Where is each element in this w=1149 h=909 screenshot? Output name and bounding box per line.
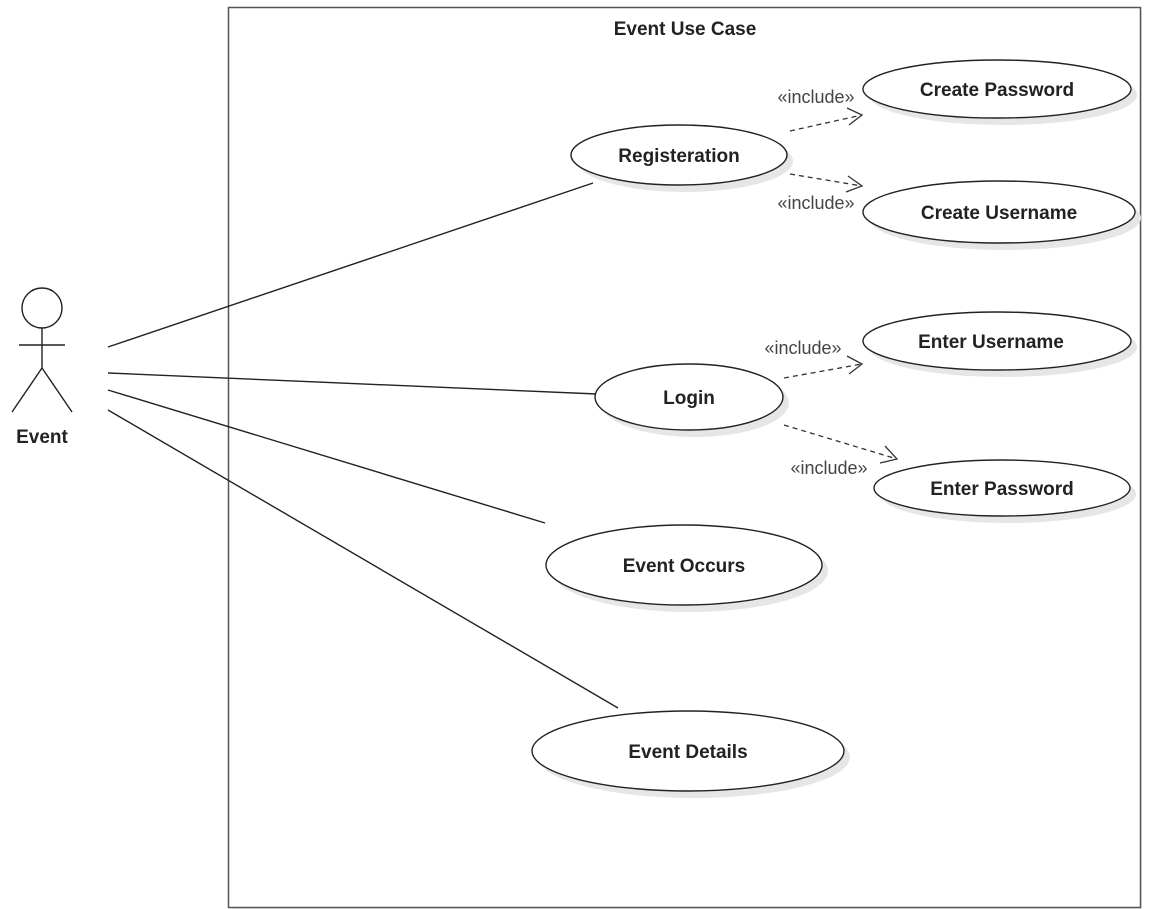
usecase-ellipse	[545, 524, 823, 606]
actor-right-leg	[41, 367, 73, 413]
usecase-label: Event Details	[628, 742, 747, 763]
usecase-create-password[interactable]: Create Password	[862, 59, 1137, 125]
usecase-ellipse	[873, 459, 1131, 517]
usecase-label: Login	[663, 388, 715, 409]
usecase-ellipse	[594, 363, 784, 431]
include-label: «include»	[777, 193, 854, 213]
usecase-label: Enter Username	[918, 332, 1064, 353]
usecase-label: Create Username	[921, 203, 1077, 224]
actor-left-leg	[11, 367, 43, 413]
usecase-ellipse	[531, 710, 845, 792]
usecase-ellipse	[570, 124, 788, 186]
usecase-login[interactable]: Login	[594, 363, 789, 437]
usecase-ellipse	[862, 59, 1132, 119]
include-create-username: «include»	[777, 173, 864, 213]
usecase-label: Create Password	[920, 80, 1074, 101]
include-arrowhead	[846, 355, 864, 375]
include-label: «include»	[764, 338, 841, 358]
include-enter-password: «include»	[783, 424, 899, 478]
association-event-details	[107, 409, 619, 709]
include-enter-username: «include»	[764, 338, 864, 379]
association-registeration	[107, 182, 594, 348]
usecase-registeration[interactable]: Registeration	[570, 124, 793, 192]
usecase-ellipse	[862, 180, 1136, 244]
usecase-label: Registeration	[618, 146, 739, 167]
include-line	[789, 114, 863, 132]
associations	[107, 182, 619, 709]
include-label: «include»	[790, 458, 867, 478]
include-arrowhead	[846, 107, 864, 126]
usecase-event-details[interactable]: Event Details	[531, 710, 850, 798]
actor-head	[21, 287, 63, 329]
include-label: «include»	[777, 87, 854, 107]
include-arrowhead	[879, 445, 899, 464]
usecase-enter-username[interactable]: Enter Username	[862, 311, 1137, 377]
usecase-create-username[interactable]: Create Username	[862, 180, 1141, 250]
actor-event[interactable]: Event	[11, 287, 73, 448]
usecase-label: Enter Password	[930, 479, 1074, 500]
association-login	[107, 372, 598, 395]
include-line	[783, 424, 898, 460]
usecase-enter-password[interactable]: Enter Password	[873, 459, 1136, 523]
usecase-ellipse	[862, 311, 1132, 371]
association-event-occurs	[107, 389, 546, 524]
actor-label: Event	[16, 427, 68, 448]
include-create-password: «include»	[777, 87, 864, 132]
usecase-event-occurs[interactable]: Event Occurs	[545, 524, 828, 612]
system-title: Event Use Case	[614, 19, 757, 40]
include-line	[783, 363, 863, 379]
usecase-label: Event Occurs	[623, 556, 746, 577]
include-arrowhead	[845, 175, 864, 193]
include-line	[789, 173, 863, 187]
